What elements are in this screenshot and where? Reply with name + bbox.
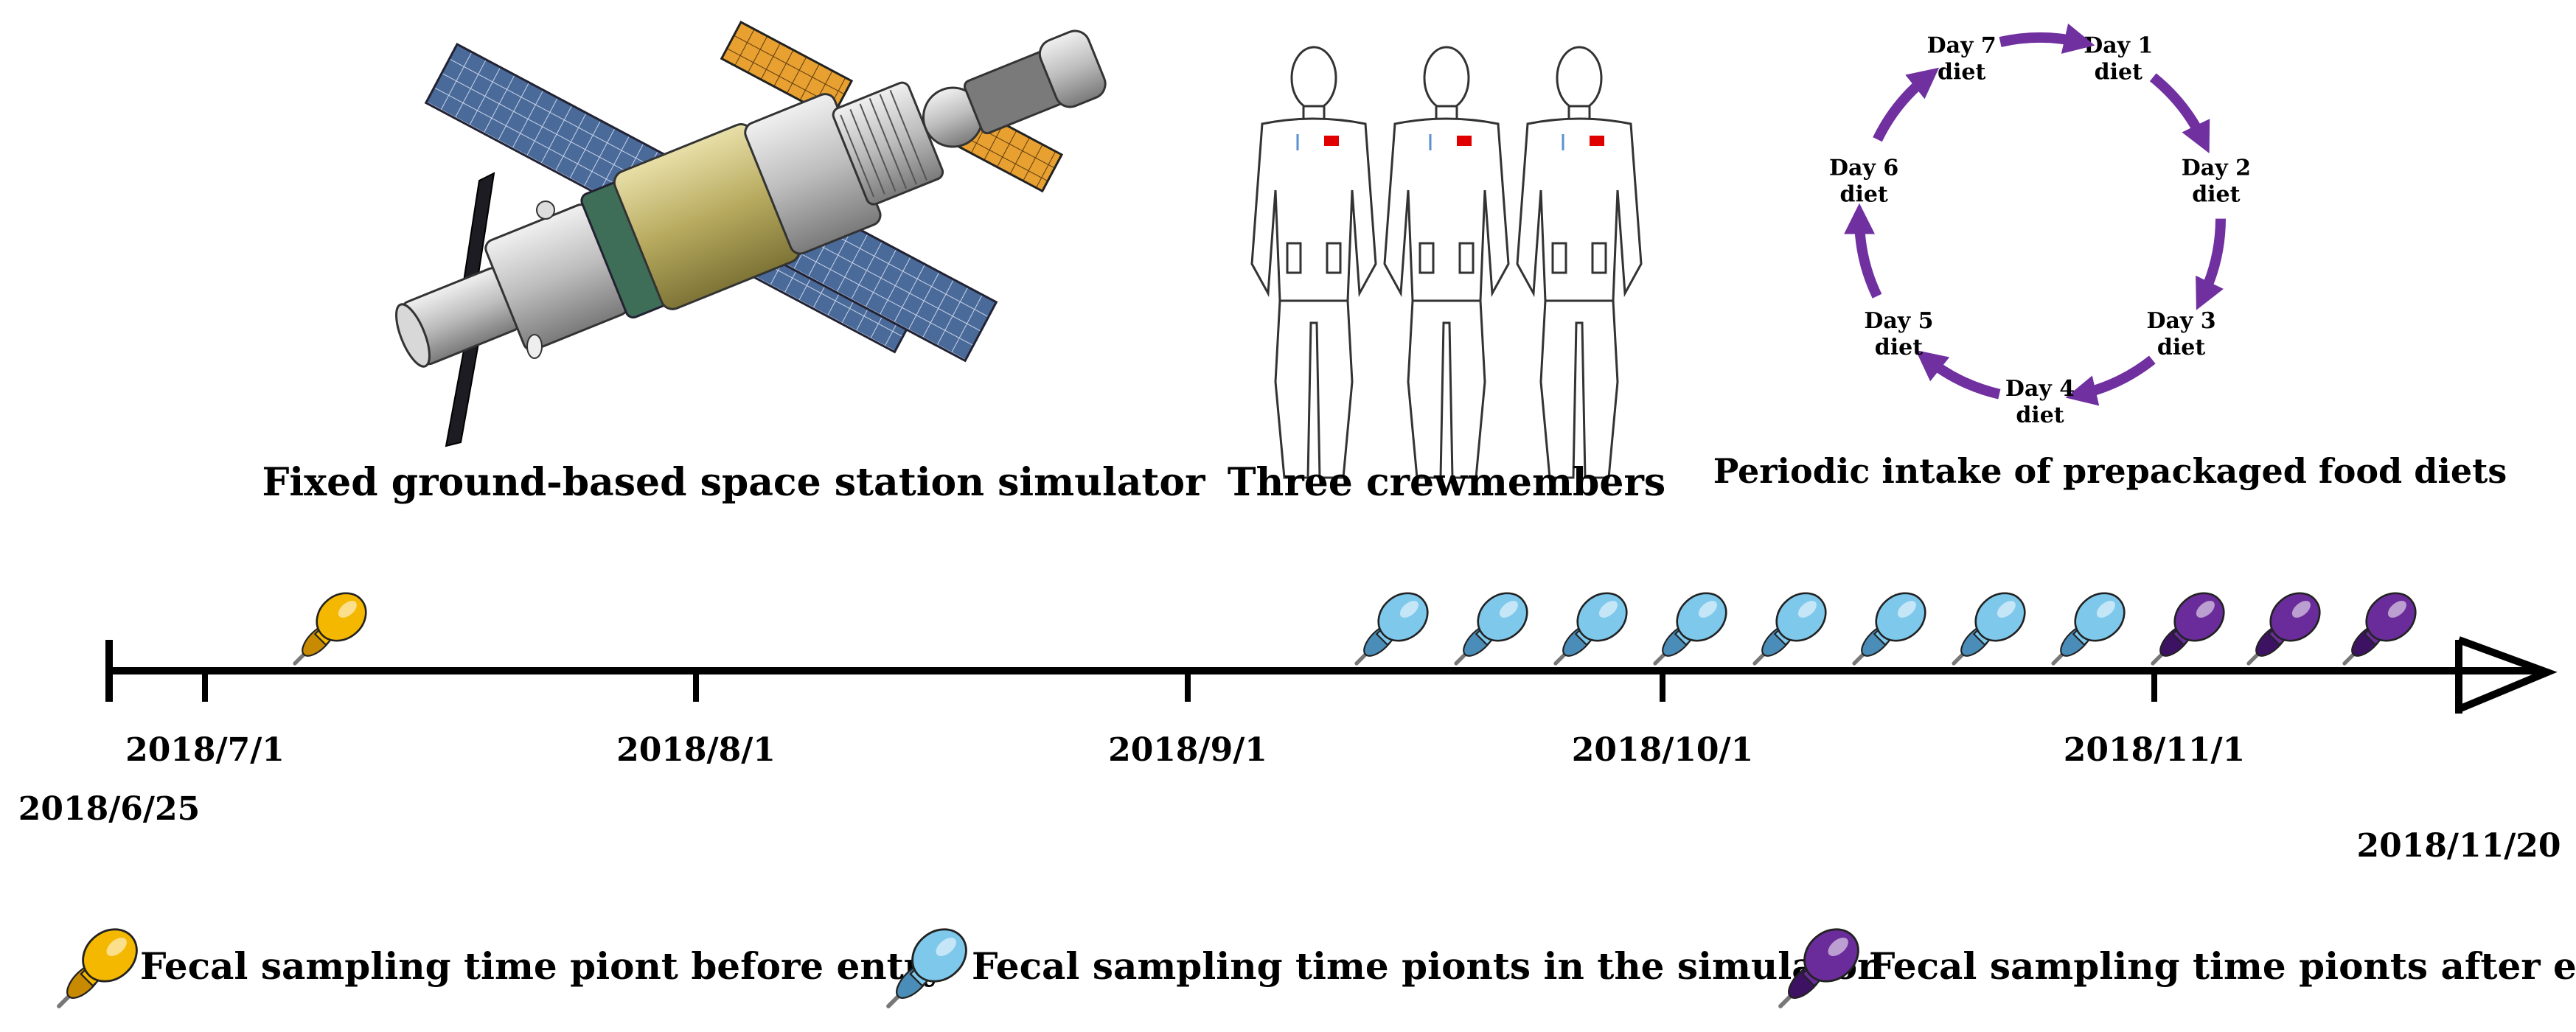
sampling-pin-inside-icon <box>1653 592 1727 666</box>
timeline-tick-label: 2018/7/1 <box>125 731 285 769</box>
crewmember-figure <box>1516 46 1643 479</box>
sampling-pin-inside-icon <box>2051 592 2126 666</box>
flag-icon <box>1457 136 1472 146</box>
timeline-arrowhead <box>2457 636 2558 713</box>
crew-caption: Three crewmembers <box>1228 460 1665 505</box>
crewmember-figure <box>1250 46 1377 479</box>
legend-item-before: Fecal sampling time piont before entry <box>57 928 946 1008</box>
cycle-arrow <box>2196 218 2226 310</box>
legend-item-after: Fecal sampling time pionts after exit <box>1778 928 2576 1008</box>
sampling-pin-inside-icon <box>1354 592 1429 666</box>
sampling-pins <box>293 592 2417 666</box>
crewmember-figures <box>1250 46 1643 479</box>
sampling-pin-after-icon <box>2246 592 2321 666</box>
space-station-illustration <box>395 20 1107 447</box>
timeline-tick-label: 2018/8/1 <box>616 731 776 769</box>
crewmember-figure <box>1383 46 1510 479</box>
timeline-end-label: 2018/11/20 <box>2356 827 2561 865</box>
timeline-ticks: 2018/7/1 2018/8/1 2018/9/1 2018/10/1 2018/11… <box>125 671 2245 769</box>
cycle-arrow <box>2065 355 2156 406</box>
cycle-arrow <box>1915 349 2001 400</box>
diet-caption: Periodic intake of prepackaged food diet… <box>1713 451 2507 491</box>
sampling-pin-inside-icon <box>1454 592 1528 666</box>
legend-pin-inside-icon <box>886 928 967 1008</box>
timeline-tick-label: 2018/11/1 <box>2064 731 2245 769</box>
sampling-pin-inside-icon <box>1952 592 2026 666</box>
cycle-arrow <box>1999 23 2095 54</box>
flag-icon <box>1590 136 1604 146</box>
legend-pin-before-icon <box>57 928 138 1008</box>
legend-label: Fecal sampling time pionts after exit <box>1869 944 2576 988</box>
timeline-axis <box>105 636 2558 714</box>
legend-item-inside: Fecal sampling time pionts in the simula… <box>886 928 1877 1008</box>
sampling-pin-inside-icon <box>1852 592 1926 666</box>
timeline-start-label: 2018/6/25 <box>18 790 200 828</box>
legend-label: Fecal sampling time piont before entry <box>140 944 946 988</box>
legend-label: Fecal sampling time pionts in the simula… <box>972 944 1877 988</box>
cycle-arrow <box>1844 203 1882 299</box>
timeline-tick-label: 2018/9/1 <box>1108 731 1267 769</box>
station-caption: Fixed ground-based space station simulat… <box>262 460 1205 505</box>
sampling-pin-inside-icon <box>1752 592 1827 666</box>
flag-icon <box>1324 136 1339 146</box>
legend: Fecal sampling time piont before entry Fe… <box>57 928 2576 1008</box>
sampling-pin-before-icon <box>293 592 367 666</box>
sampling-pin-after-icon <box>2151 592 2225 666</box>
cycle-arrow <box>1873 67 1940 142</box>
sampling-pin-inside-icon <box>1553 592 1628 666</box>
legend-pin-after-icon <box>1778 928 1859 1008</box>
timeline-tick-label: 2018/10/1 <box>1572 731 1753 769</box>
cycle-arrow <box>2149 73 2210 154</box>
sampling-pin-after-icon <box>2342 592 2417 666</box>
